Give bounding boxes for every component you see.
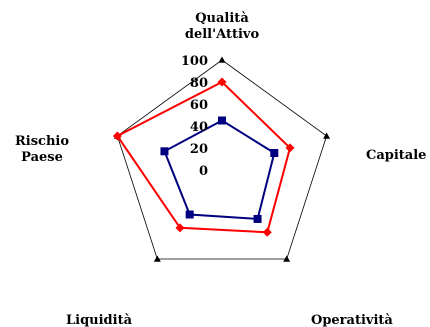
axis-label: Liquidità bbox=[66, 313, 133, 327]
radar-outer-frame bbox=[116, 59, 328, 260]
axis-end-marker bbox=[218, 56, 226, 63]
tick-label: 80 bbox=[190, 76, 208, 91]
series-layer bbox=[112, 77, 295, 237]
tick-label: 0 bbox=[199, 164, 208, 179]
axis-end-marker bbox=[153, 255, 161, 262]
series-line bbox=[163, 119, 276, 220]
axis-end-marker bbox=[323, 132, 331, 139]
data-point bbox=[112, 131, 122, 141]
tick-label: 40 bbox=[190, 120, 208, 135]
data-point bbox=[253, 214, 262, 223]
data-point bbox=[185, 210, 194, 219]
data-point bbox=[160, 147, 169, 156]
axis-label: dell'Attivo bbox=[185, 27, 260, 42]
data-point bbox=[175, 223, 185, 233]
axis-label: Operatività bbox=[311, 313, 393, 327]
axis-label: Qualità bbox=[195, 11, 249, 26]
radial-tick-labels: 0 20 40 60 80 100 bbox=[181, 54, 208, 179]
tick-label: 60 bbox=[190, 98, 208, 113]
data-point bbox=[217, 77, 227, 87]
axis-label: Paese bbox=[21, 150, 63, 165]
axis-label: Rischio bbox=[15, 134, 69, 149]
tick-label: 20 bbox=[190, 142, 208, 157]
series-line bbox=[115, 80, 292, 234]
data-point bbox=[218, 116, 226, 125]
tick-label: 100 bbox=[181, 54, 208, 69]
axis-end-marker bbox=[283, 255, 291, 262]
axis-label: Capitale bbox=[366, 148, 426, 163]
data-point bbox=[270, 149, 279, 158]
radar-frame bbox=[113, 56, 331, 262]
data-point bbox=[262, 227, 272, 237]
data-point bbox=[285, 143, 295, 153]
